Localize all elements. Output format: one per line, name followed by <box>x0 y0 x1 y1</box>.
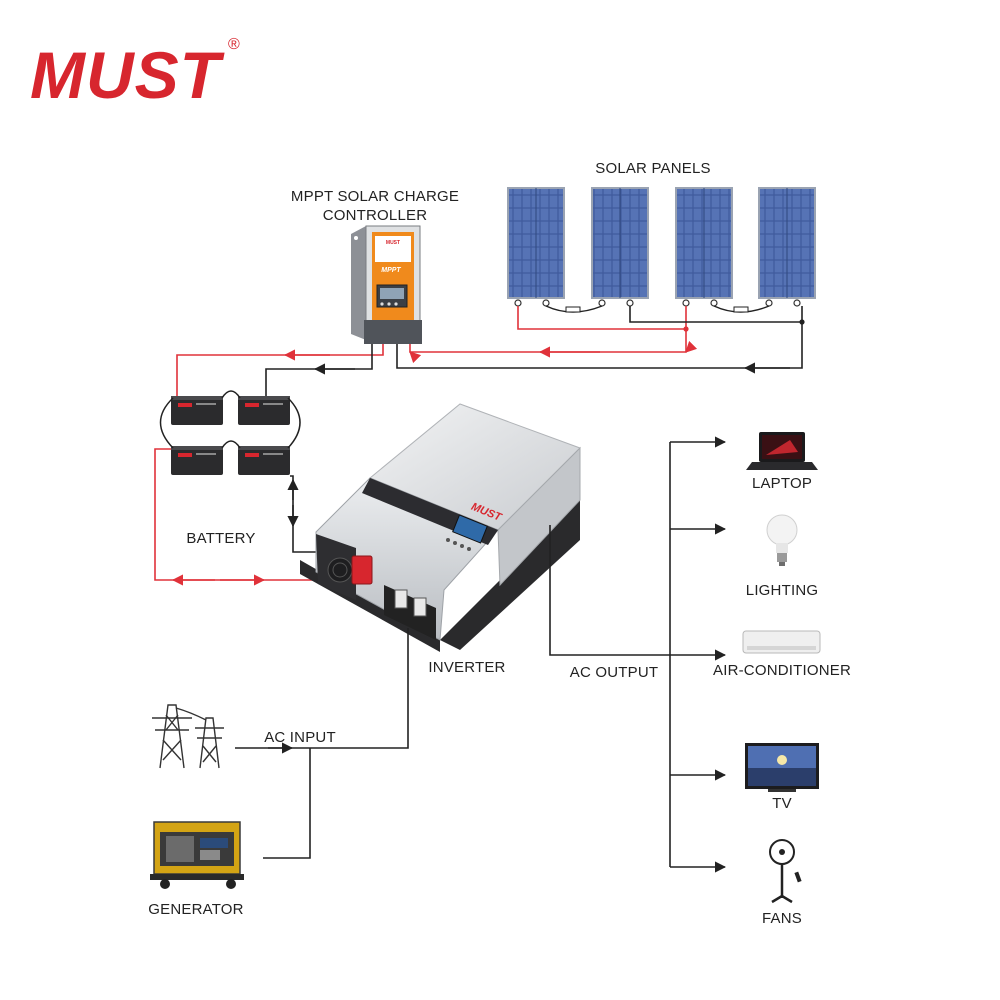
ac-input-label: AC INPUT <box>264 729 336 746</box>
ac-output-label: AC OUTPUT <box>569 664 659 681</box>
must-logo: MUST ® <box>30 36 250 112</box>
controller-model-text: MPPT <box>381 267 401 274</box>
logo-text: MUST <box>30 38 221 112</box>
generator-icon <box>150 821 244 889</box>
panel-terminals <box>514 299 801 307</box>
inverter-label: INVERTER <box>428 659 506 676</box>
registered-mark: ® <box>228 36 240 53</box>
ac-output-wiring <box>549 436 727 873</box>
load-label-tv: TV <box>772 795 792 812</box>
mppt-charge-controller: MUST MPPT <box>351 225 422 344</box>
light-bulb-icon <box>766 514 798 566</box>
load-label-laptop: LAPTOP <box>751 475 813 492</box>
fan-icon <box>769 839 802 904</box>
battery-4 <box>238 446 290 475</box>
load-label-fans: FANS <box>762 910 802 927</box>
mppt-label-line2: CONTROLLER <box>322 207 428 224</box>
solar-panel-array <box>507 187 816 313</box>
battery-1 <box>171 396 223 425</box>
battery-bank <box>159 390 301 475</box>
power-tower-icon <box>152 704 224 769</box>
solar-panel-2 <box>591 187 649 299</box>
tv-icon <box>745 743 819 792</box>
pv-to-controller-wires <box>396 322 803 374</box>
controller-to-battery-wires <box>176 344 384 398</box>
mppt-label-line1: MPPT SOLAR CHARGE <box>290 188 460 205</box>
solar-panels-label: SOLAR PANELS <box>595 160 711 177</box>
battery-2 <box>238 396 290 425</box>
battery-to-inverter-wires <box>154 448 358 586</box>
generator-label: GENERATOR <box>148 901 244 918</box>
load-label-air-conditioner: AIR-CONDITIONER <box>713 662 851 679</box>
load-label-lighting: LIGHTING <box>745 582 819 599</box>
air-conditioner-icon <box>742 630 821 654</box>
panel-string-wiring <box>517 306 805 332</box>
inverter-unit: MUST <box>300 403 581 652</box>
solar-panel-3 <box>675 187 733 299</box>
laptop-icon <box>746 432 818 470</box>
battery-label: BATTERY <box>186 530 256 547</box>
battery-3 <box>171 446 223 475</box>
solar-panel-1 <box>507 187 565 299</box>
solar-panel-4 <box>758 187 816 299</box>
ac-input-wiring <box>235 628 409 859</box>
controller-brand-text: MUST <box>386 240 400 246</box>
